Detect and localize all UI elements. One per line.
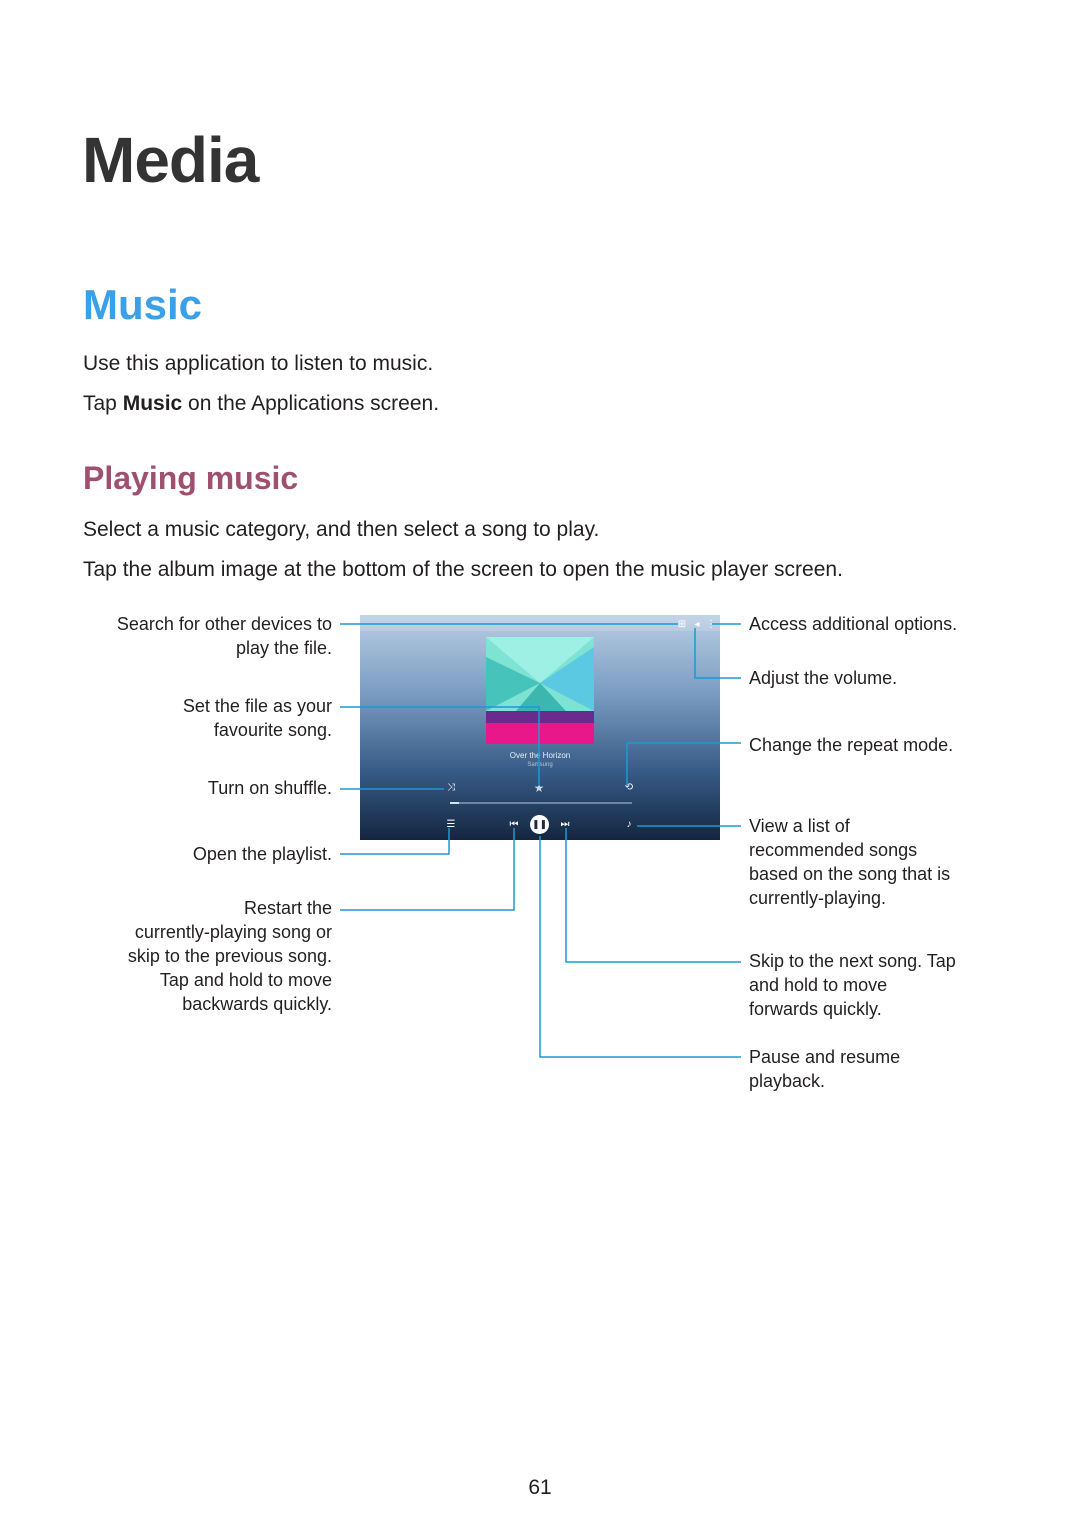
body-line-1: Select a music category, and then select… (83, 518, 600, 541)
callout-repeat: Change the repeat mode. (749, 735, 954, 755)
line-pause (539, 836, 741, 1058)
progress-track[interactable] (450, 802, 632, 804)
callout-shuffle: Turn on shuffle. (207, 778, 332, 798)
player-top-bar (360, 615, 720, 631)
more-options-icon[interactable]: ⋮ (706, 619, 716, 630)
recommended-songs-icon[interactable]: ♪ (626, 819, 632, 830)
next-icon[interactable]: ⏭ (560, 819, 570, 830)
line-volume (694, 628, 741, 679)
body-line-2: Tap the album image at the bottom of the… (83, 558, 843, 581)
playlist-icon[interactable]: ☰ (446, 819, 456, 830)
line-favourite (340, 706, 540, 786)
album-art[interactable] (486, 637, 594, 744)
subsection-title: Playing music (83, 460, 299, 496)
progress-fill (450, 802, 459, 804)
song-title: Over the Horizon (509, 751, 571, 760)
line-repeat (626, 742, 741, 786)
callout-playlist: Open the playlist. (192, 844, 332, 864)
volume-icon[interactable]: ◂ (694, 619, 700, 630)
line-playlist (340, 828, 450, 855)
app-name: Music (122, 392, 183, 415)
intro-line-1: Use this application to listen to music. (83, 352, 434, 375)
star-icon[interactable]: ★ (533, 781, 545, 795)
devices-icon[interactable]: ⊞ (677, 619, 687, 630)
music-player-screenshot: Over the Horizon Samsung (360, 615, 720, 840)
repeat-icon[interactable]: ⟲ (624, 782, 634, 793)
pause-icon[interactable]: ❚❚ (530, 815, 549, 834)
line-restart (340, 828, 515, 911)
previous-icon[interactable]: ⏮ (509, 819, 519, 830)
callout-volume: Adjust the volume. (749, 668, 898, 688)
intro-line-2: Tap Music on the Applications screen. (83, 392, 440, 415)
song-artist: Samsung (527, 762, 553, 768)
page-number: 61 (528, 1476, 552, 1499)
callout-options: Access additional options. (749, 614, 958, 634)
section-title: Music (83, 281, 203, 328)
chapter-title: Media (82, 124, 259, 196)
shuffle-icon[interactable]: ⤨ (447, 782, 455, 793)
line-next (565, 828, 741, 963)
